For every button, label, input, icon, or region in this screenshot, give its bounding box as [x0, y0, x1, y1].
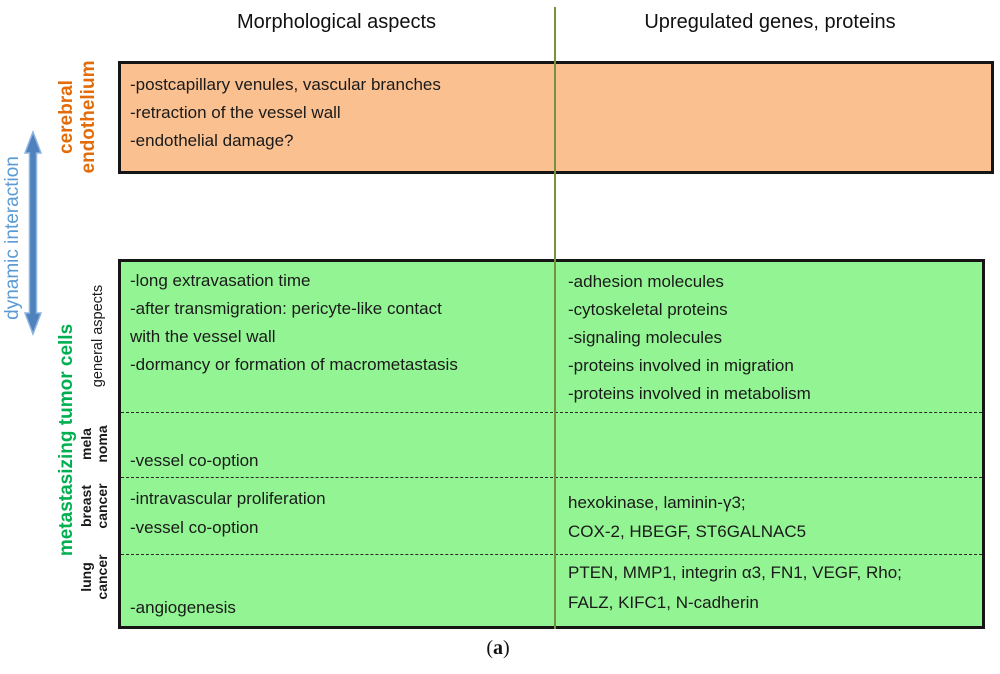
row-label-melanoma: mela noma — [78, 425, 110, 463]
endothelium-line: -retraction of the vessel wall — [130, 103, 341, 122]
row-label-breast-cancer: breast cancer — [78, 483, 110, 529]
row-label-general-aspects: general aspects — [90, 284, 106, 388]
tumor-cells-box: -long extravasation time -after transmig… — [118, 259, 985, 629]
endothelium-line: -endothelial damage? — [130, 131, 294, 150]
genes-cell — [555, 413, 982, 477]
morphology-cell: -vessel co-option — [130, 451, 259, 470]
row-lung-cancer: -angiogenesis PTEN, MMP1, integrin α3, F… — [121, 555, 982, 626]
figure-caption: (a) — [486, 637, 510, 659]
genes-cell: hexokinase, laminin-γ3; COX-2, HBEGF, ST… — [568, 493, 807, 541]
morphology-cell: -long extravasation time -after transmig… — [130, 271, 458, 374]
morphology-cell: -angiogenesis — [130, 598, 236, 617]
cerebral-endothelium-label: cerebral endothelium — [56, 52, 102, 182]
metastasizing-tumor-cells-label: metastasizing tumor cells — [56, 323, 77, 557]
column-header-genes: Upregulated genes, proteins — [644, 11, 896, 33]
row-breast-cancer: -intravascular proliferation -vessel co-… — [121, 478, 982, 555]
endothelium-line: -postcapillary venules, vascular branche… — [130, 75, 441, 94]
column-divider — [554, 7, 556, 629]
row-melanoma: -vessel co-option — [121, 413, 982, 478]
row-general-aspects: -long extravasation time -after transmig… — [121, 262, 982, 413]
column-header-morphology: Morphological aspects — [237, 11, 436, 33]
dynamic-interaction-arrow-icon — [23, 130, 43, 336]
row-label-lung-cancer: lung cancer — [78, 554, 110, 600]
cerebral-endothelium-label-line1: cerebral — [56, 80, 77, 154]
cerebral-endothelium-box: -postcapillary venules, vascular branche… — [118, 61, 994, 174]
genes-cell: PTEN, MMP1, integrin α3, FN1, VEGF, Rho;… — [568, 563, 902, 612]
cerebral-endothelium-label-line2: endothelium — [78, 60, 99, 174]
dynamic-interaction-label: dynamic interaction — [2, 156, 23, 320]
genes-cell: -adhesion molecules -cytoskeletal protei… — [568, 272, 811, 403]
morphology-cell: -intravascular proliferation -vessel co-… — [130, 489, 326, 537]
